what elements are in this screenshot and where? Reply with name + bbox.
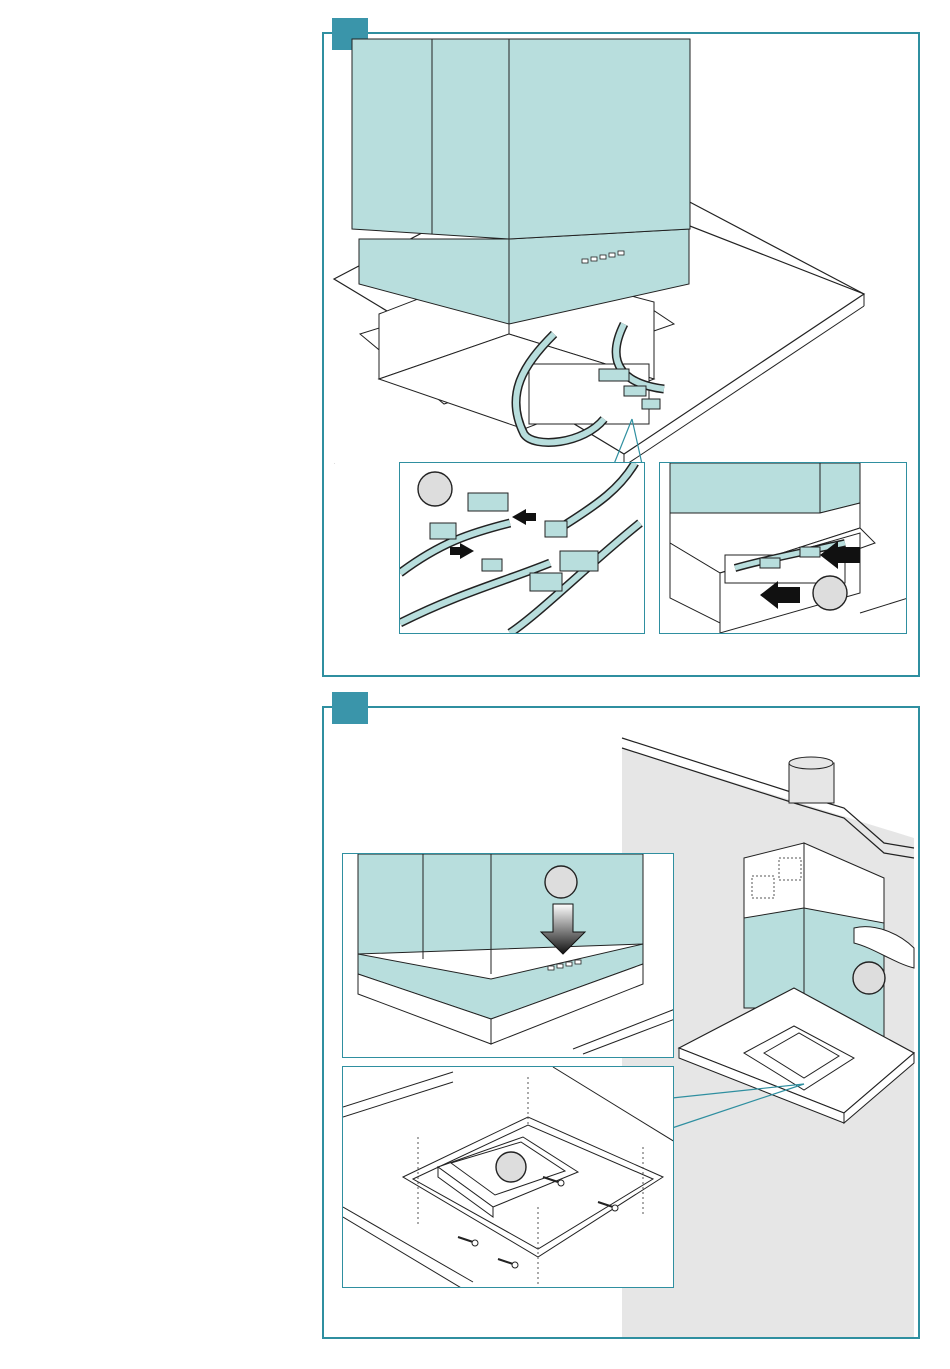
chimney-connection-illustration xyxy=(324,34,918,464)
screw-icon-3 xyxy=(458,1237,478,1246)
callout-circle-a xyxy=(418,472,452,506)
connectors-detail-inset xyxy=(399,462,645,634)
lower-chimney-detail-inset xyxy=(342,853,674,1058)
callout-circle-e xyxy=(496,1152,526,1182)
push-arrow-left xyxy=(512,509,536,525)
callout-circle-c xyxy=(853,962,885,994)
callout-circle-b xyxy=(813,576,847,610)
callout-circle-d xyxy=(545,866,577,898)
step-panel-top xyxy=(322,32,920,677)
insert-connectors-detail-inset xyxy=(659,462,907,634)
screw-detail-inset xyxy=(342,1066,674,1288)
screw-icon-4 xyxy=(498,1259,518,1268)
step-panel-bottom xyxy=(322,706,920,1339)
